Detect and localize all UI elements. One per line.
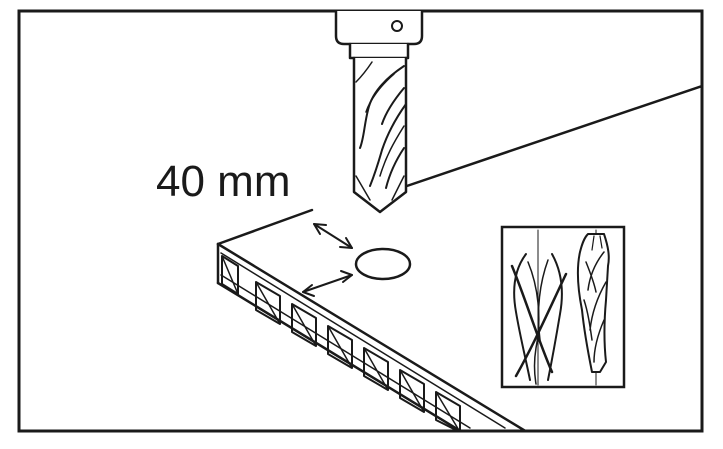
wrong-drill-bit-icon (510, 229, 568, 386)
drill-hole-icon (354, 247, 412, 281)
drill-bit-comparison-inset (500, 225, 626, 389)
distance-label: 40 mm (156, 157, 291, 206)
panel-chambers (221, 255, 461, 431)
drill-bit-icon (334, 11, 424, 214)
hollow-chamber-panel (216, 84, 702, 431)
correct-drill-bit-icon (576, 229, 610, 386)
distance-arrows (302, 223, 353, 297)
